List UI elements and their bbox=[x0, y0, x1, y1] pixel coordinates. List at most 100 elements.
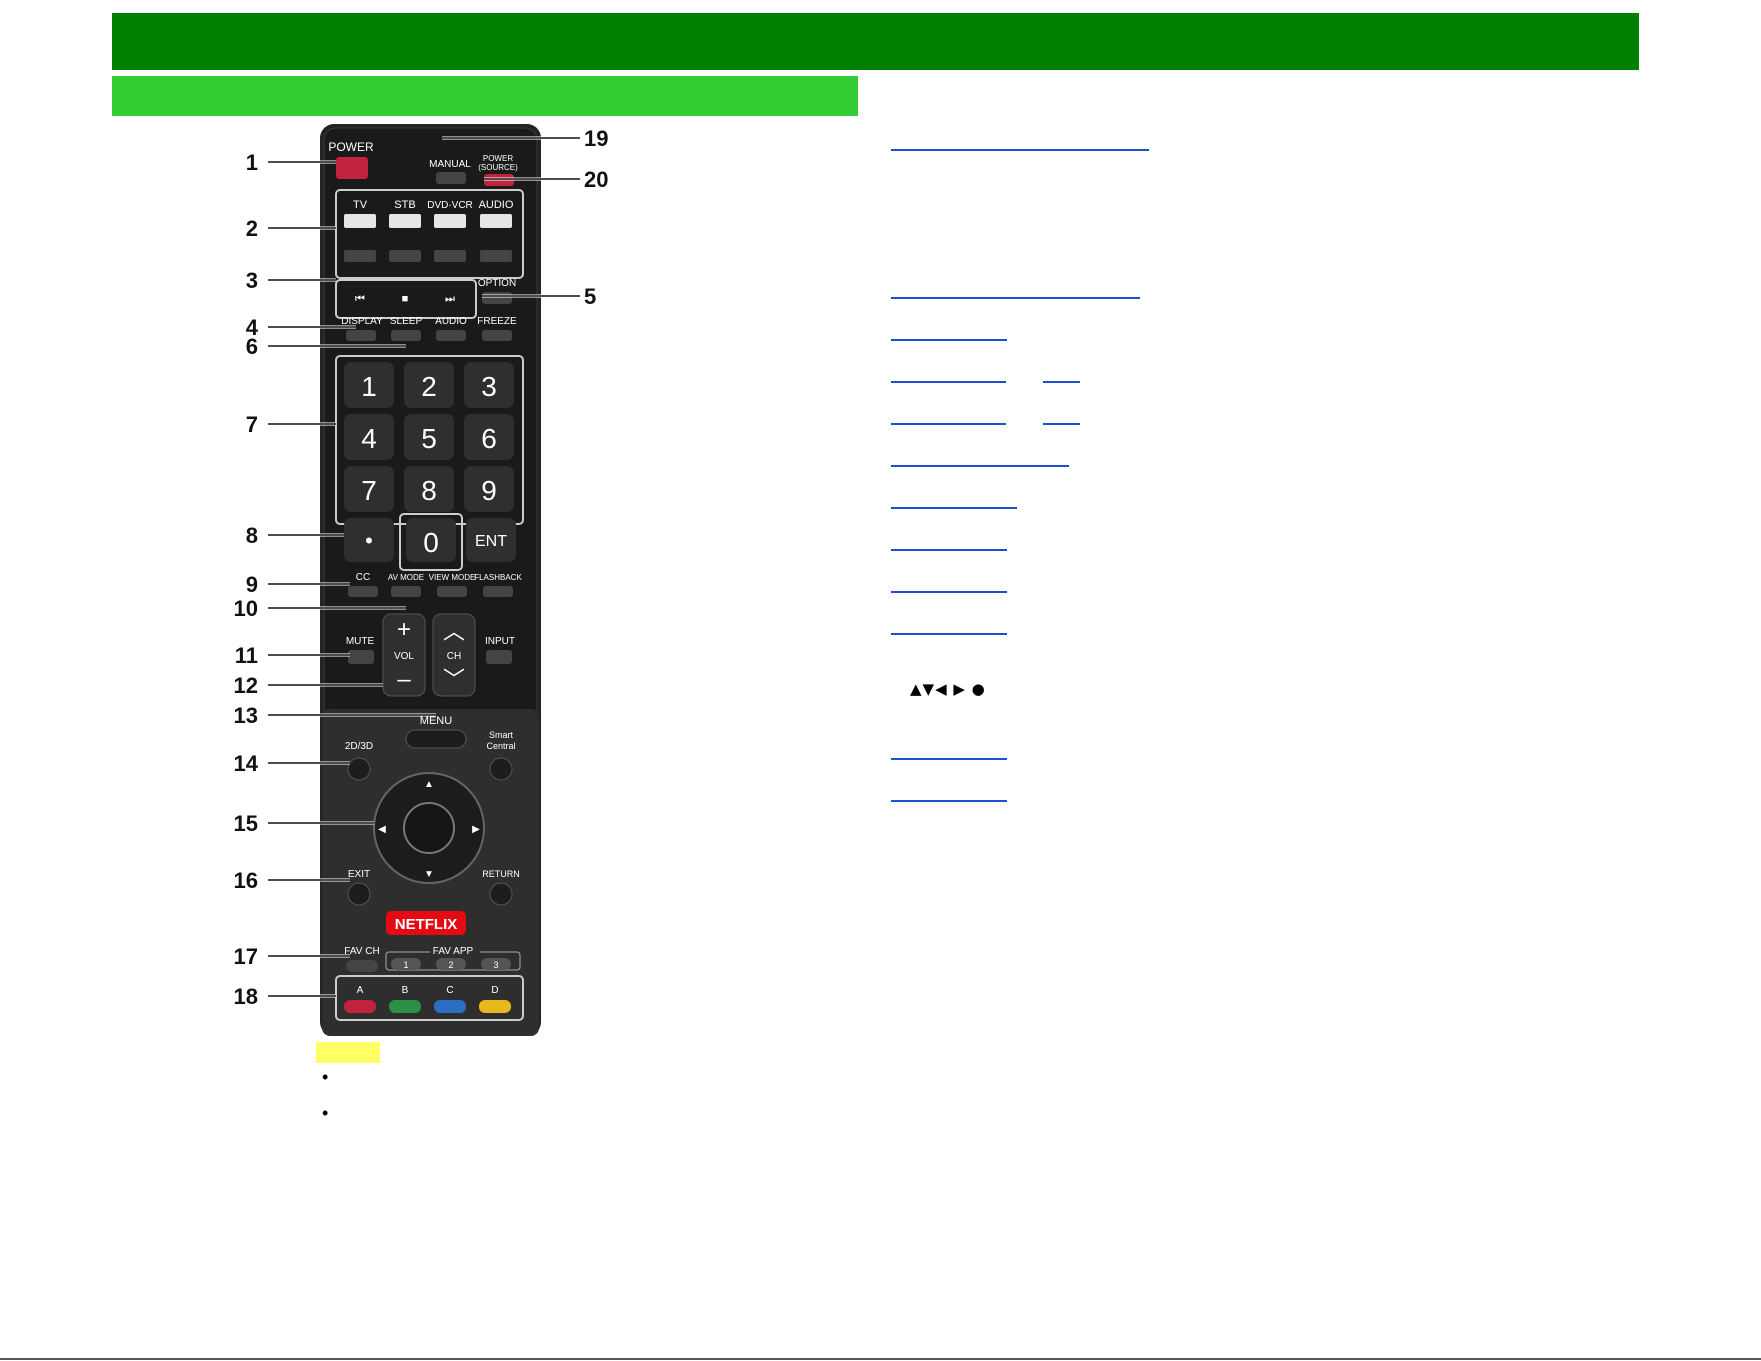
smart-central-button[interactable] bbox=[489, 757, 513, 781]
link-6[interactable] bbox=[891, 465, 1069, 467]
dot-button[interactable] bbox=[344, 518, 394, 562]
volume-up-icon[interactable]: + bbox=[397, 616, 411, 643]
link-10[interactable] bbox=[891, 633, 1007, 635]
av-mode-button[interactable] bbox=[391, 586, 421, 597]
dpad-left-icon[interactable]: ◀ bbox=[378, 824, 386, 835]
link-2[interactable] bbox=[891, 297, 1140, 299]
stop-icon[interactable]: ■ bbox=[402, 293, 409, 305]
freeze-button[interactable] bbox=[482, 330, 512, 341]
link-1[interactable] bbox=[891, 149, 1149, 151]
digit-1-button[interactable] bbox=[344, 362, 394, 408]
note-bullet-2: • bbox=[322, 1103, 329, 1123]
digit-5-button[interactable] bbox=[404, 414, 454, 460]
link-5b[interactable] bbox=[1043, 423, 1080, 425]
dpad-enter-button[interactable] bbox=[403, 802, 455, 854]
fav-ch-label: FAV CH bbox=[344, 946, 379, 957]
callout-8: 8 bbox=[246, 523, 258, 548]
digit-4-button[interactable] bbox=[344, 414, 394, 460]
volume-rocker[interactable] bbox=[382, 613, 426, 697]
exit-button[interactable] bbox=[347, 882, 371, 906]
digit-2-label: 2 bbox=[421, 371, 437, 402]
digit-4-label: 4 bbox=[361, 423, 377, 454]
transport-button-4[interactable] bbox=[480, 250, 512, 262]
power-source-label-line1: POWER bbox=[483, 154, 513, 163]
option-button[interactable] bbox=[482, 292, 512, 304]
color-key-c-button[interactable] bbox=[434, 1000, 466, 1013]
skip-forward-icon[interactable]: ⏭ bbox=[445, 293, 455, 305]
audio-label: AUDIO bbox=[435, 316, 467, 327]
manual-button[interactable] bbox=[436, 172, 466, 184]
cc-button[interactable] bbox=[348, 586, 378, 597]
2d3d-button[interactable] bbox=[347, 757, 371, 781]
link-11[interactable] bbox=[891, 758, 1007, 760]
av-mode-label: AV MODE bbox=[388, 573, 424, 582]
link-5a[interactable] bbox=[891, 423, 1006, 425]
color-key-b-button[interactable] bbox=[389, 1000, 421, 1013]
channel-down-icon[interactable]: ﹀ bbox=[443, 667, 465, 692]
link-3[interactable] bbox=[891, 339, 1007, 341]
fav-ch-button[interactable] bbox=[346, 960, 378, 972]
2d3d-label: 2D/3D bbox=[345, 741, 373, 752]
transport-button-3[interactable] bbox=[434, 250, 466, 262]
channel-up-icon[interactable]: ︿ bbox=[443, 619, 465, 644]
fav-app-3-button[interactable] bbox=[481, 958, 511, 970]
stb-button[interactable] bbox=[389, 214, 421, 228]
option-label: OPTION bbox=[478, 278, 516, 289]
dot-label: • bbox=[365, 528, 373, 553]
dpad-right-icon[interactable]: ▶ bbox=[472, 824, 480, 835]
dpad-up-icon[interactable]: ▲ bbox=[424, 779, 434, 790]
mute-button[interactable] bbox=[348, 650, 374, 664]
power-button[interactable] bbox=[336, 157, 368, 179]
menu-button[interactable] bbox=[405, 729, 467, 749]
sleep-button[interactable] bbox=[391, 330, 421, 341]
flashback-button[interactable] bbox=[483, 586, 513, 597]
dvd-vcr-button[interactable] bbox=[434, 214, 466, 228]
link-4a[interactable] bbox=[891, 381, 1006, 383]
return-button[interactable] bbox=[489, 882, 513, 906]
stb-label: STB bbox=[394, 199, 415, 211]
zero-button[interactable] bbox=[406, 518, 456, 562]
callout-13: 13 bbox=[234, 703, 258, 728]
callout-10: 10 bbox=[234, 596, 258, 621]
fav-app-1-button[interactable] bbox=[391, 958, 421, 970]
netflix-button[interactable] bbox=[386, 911, 466, 935]
ent-button[interactable] bbox=[466, 518, 516, 562]
smart-central-label-line1: Smart bbox=[489, 730, 514, 740]
callout-6: 6 bbox=[246, 334, 258, 359]
view-mode-button[interactable] bbox=[437, 586, 467, 597]
link-9[interactable] bbox=[891, 591, 1007, 593]
audio-source-button[interactable] bbox=[480, 214, 512, 228]
digit-8-button[interactable] bbox=[404, 466, 454, 512]
link-4b[interactable] bbox=[1043, 381, 1080, 383]
color-key-d-button[interactable] bbox=[479, 1000, 511, 1013]
volume-down-icon[interactable]: – bbox=[397, 666, 411, 693]
input-button[interactable] bbox=[486, 650, 512, 664]
exit-label: EXIT bbox=[348, 869, 370, 880]
manual-label: MANUAL bbox=[429, 159, 471, 170]
source-keys-frame bbox=[335, 189, 524, 279]
fav-app-label: FAV APP bbox=[433, 946, 474, 957]
fav-app-2-button[interactable] bbox=[436, 958, 466, 970]
link-7[interactable] bbox=[891, 507, 1017, 509]
channel-rocker[interactable] bbox=[432, 613, 476, 697]
audio-button[interactable] bbox=[436, 330, 466, 341]
digit-3-button[interactable] bbox=[464, 362, 514, 408]
skip-back-icon[interactable]: ⏮ bbox=[355, 293, 365, 305]
digit-9-button[interactable] bbox=[464, 466, 514, 512]
display-button[interactable] bbox=[346, 330, 376, 341]
power-source-label-line2: (SOURCE) bbox=[478, 163, 518, 172]
transport-button-1[interactable] bbox=[344, 250, 376, 262]
digit-7-button[interactable] bbox=[344, 466, 394, 512]
color-keys-frame bbox=[335, 975, 524, 1021]
digit-2-button[interactable] bbox=[404, 362, 454, 408]
link-8[interactable] bbox=[891, 549, 1007, 551]
tv-button[interactable] bbox=[344, 214, 376, 228]
digit-6-button[interactable] bbox=[464, 414, 514, 460]
callout-16: 16 bbox=[234, 868, 258, 893]
color-key-a-button[interactable] bbox=[344, 1000, 376, 1013]
transport-button-2[interactable] bbox=[389, 250, 421, 262]
color-key-d-label: D bbox=[491, 985, 498, 996]
link-12[interactable] bbox=[891, 800, 1007, 802]
dpad-down-icon[interactable]: ▼ bbox=[424, 869, 434, 880]
